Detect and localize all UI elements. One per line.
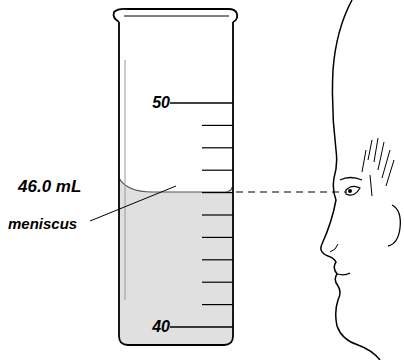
sight-line <box>236 191 350 192</box>
minor-tick <box>202 192 233 193</box>
hair <box>362 138 394 196</box>
eye <box>346 186 360 195</box>
glass-highlight <box>125 60 126 300</box>
part-label: meniscus <box>8 216 77 231</box>
volume-reading: 46.0 mL <box>18 178 81 195</box>
major-tick <box>170 326 233 327</box>
minor-tick <box>202 214 233 215</box>
face-profile <box>321 0 380 360</box>
minor-tick <box>202 170 233 171</box>
pupil <box>348 189 352 193</box>
ear <box>388 205 400 246</box>
nostril <box>330 244 338 252</box>
minor-tick <box>202 125 233 126</box>
leader-line <box>90 186 176 221</box>
minor-tick <box>202 282 233 283</box>
mouth <box>337 273 350 275</box>
cylinder-wall <box>119 22 233 345</box>
minor-ticks <box>202 125 233 304</box>
eyebrow <box>340 178 362 181</box>
cylinder-lip <box>114 9 238 22</box>
scale-number: 50 <box>152 95 170 111</box>
minor-tick <box>202 304 233 305</box>
minor-tick <box>202 147 233 148</box>
meniscus-curve <box>119 178 232 192</box>
minor-tick <box>202 259 233 260</box>
minor-tick <box>202 237 233 238</box>
liquid <box>119 178 232 344</box>
major-tick <box>170 102 233 103</box>
scale-number: 40 <box>152 319 170 335</box>
lip-rim <box>124 16 229 17</box>
